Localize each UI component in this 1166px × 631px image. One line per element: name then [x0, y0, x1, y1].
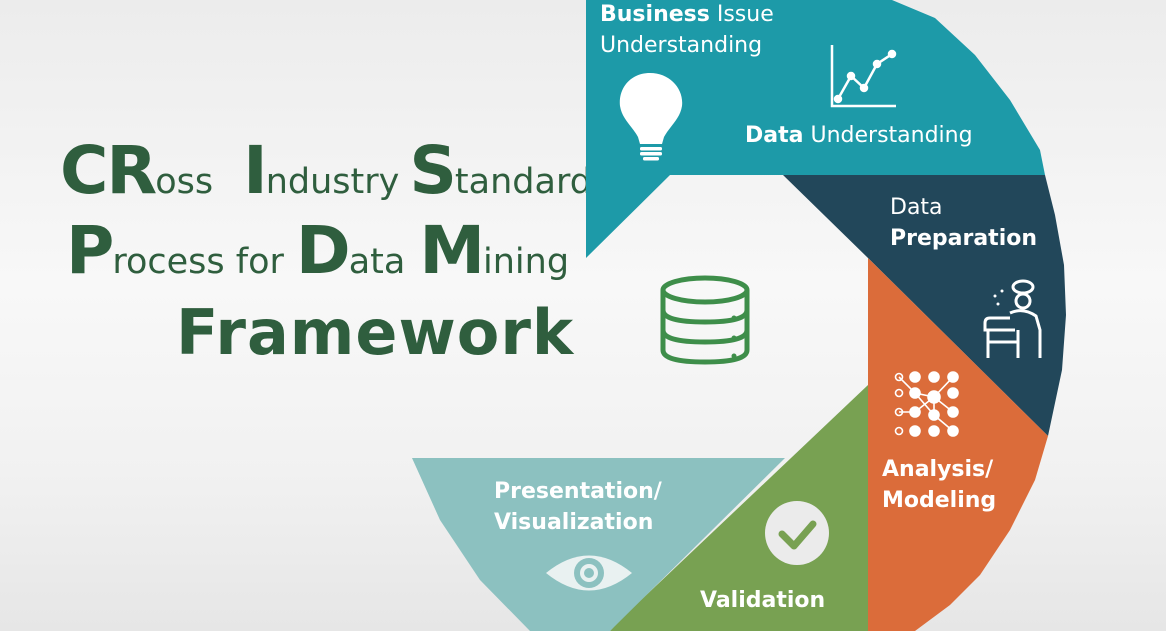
segment-presentation-visualization [412, 458, 785, 631]
label-data-understanding: Data Understanding [745, 120, 973, 151]
segment-analysis-modeling [868, 258, 1048, 631]
label-business-understanding: Business Issue Understanding [600, 0, 774, 61]
label-presentation-visualization: Presentation/ Visualization [494, 476, 662, 538]
title-initial-m: M [419, 212, 485, 289]
title-initial-s: S [409, 132, 457, 209]
line-chart-icon [830, 45, 897, 108]
label-business-line2: Understanding [600, 33, 763, 58]
title-word-tandard: tandard [454, 162, 592, 202]
label-data-understanding-rest: Understanding [803, 123, 973, 148]
network-icon [894, 371, 959, 437]
title-initial-cr: CR [60, 132, 157, 209]
segment-business-understanding [586, 0, 1045, 258]
label-preparation-line1: Data [890, 195, 943, 220]
title-initial-i: I [243, 132, 268, 209]
title-initial-p: P [66, 212, 114, 289]
label-presentation-line2: Visualization [494, 510, 654, 535]
label-analysis-modeling: Analysis/ Modeling [882, 454, 996, 516]
label-data-preparation: Data Preparation [890, 192, 1037, 254]
label-validation: Validation [700, 588, 826, 613]
title-word-ata: ata [348, 242, 406, 282]
label-business-bold: Business [600, 2, 710, 27]
label-data-understanding-bold: Data [745, 123, 804, 148]
eye-icon [546, 555, 632, 591]
label-analysis-line1: Analysis/ [882, 457, 994, 482]
title-word-ndustry: ndustry [265, 162, 400, 202]
title-initial-d: D [295, 212, 351, 289]
lightbulb-icon [619, 73, 683, 161]
title-word-rocess-for: rocess for [112, 242, 284, 282]
label-business-rest: Issue [709, 2, 774, 27]
segment-validation [610, 385, 868, 631]
label-preparation-bold: Preparation [890, 226, 1038, 251]
title-word-ining: ining [483, 242, 570, 282]
segment-data-preparation [783, 175, 1066, 436]
title-framework: Framework [176, 296, 575, 369]
checkmark-icon [765, 501, 829, 565]
title-word-oss: oss [155, 162, 214, 202]
label-presentation-line1: Presentation/ [494, 479, 662, 504]
chef-icon [983, 279, 1042, 358]
database-icon [660, 275, 750, 365]
label-analysis-line2: Modeling [882, 488, 997, 513]
